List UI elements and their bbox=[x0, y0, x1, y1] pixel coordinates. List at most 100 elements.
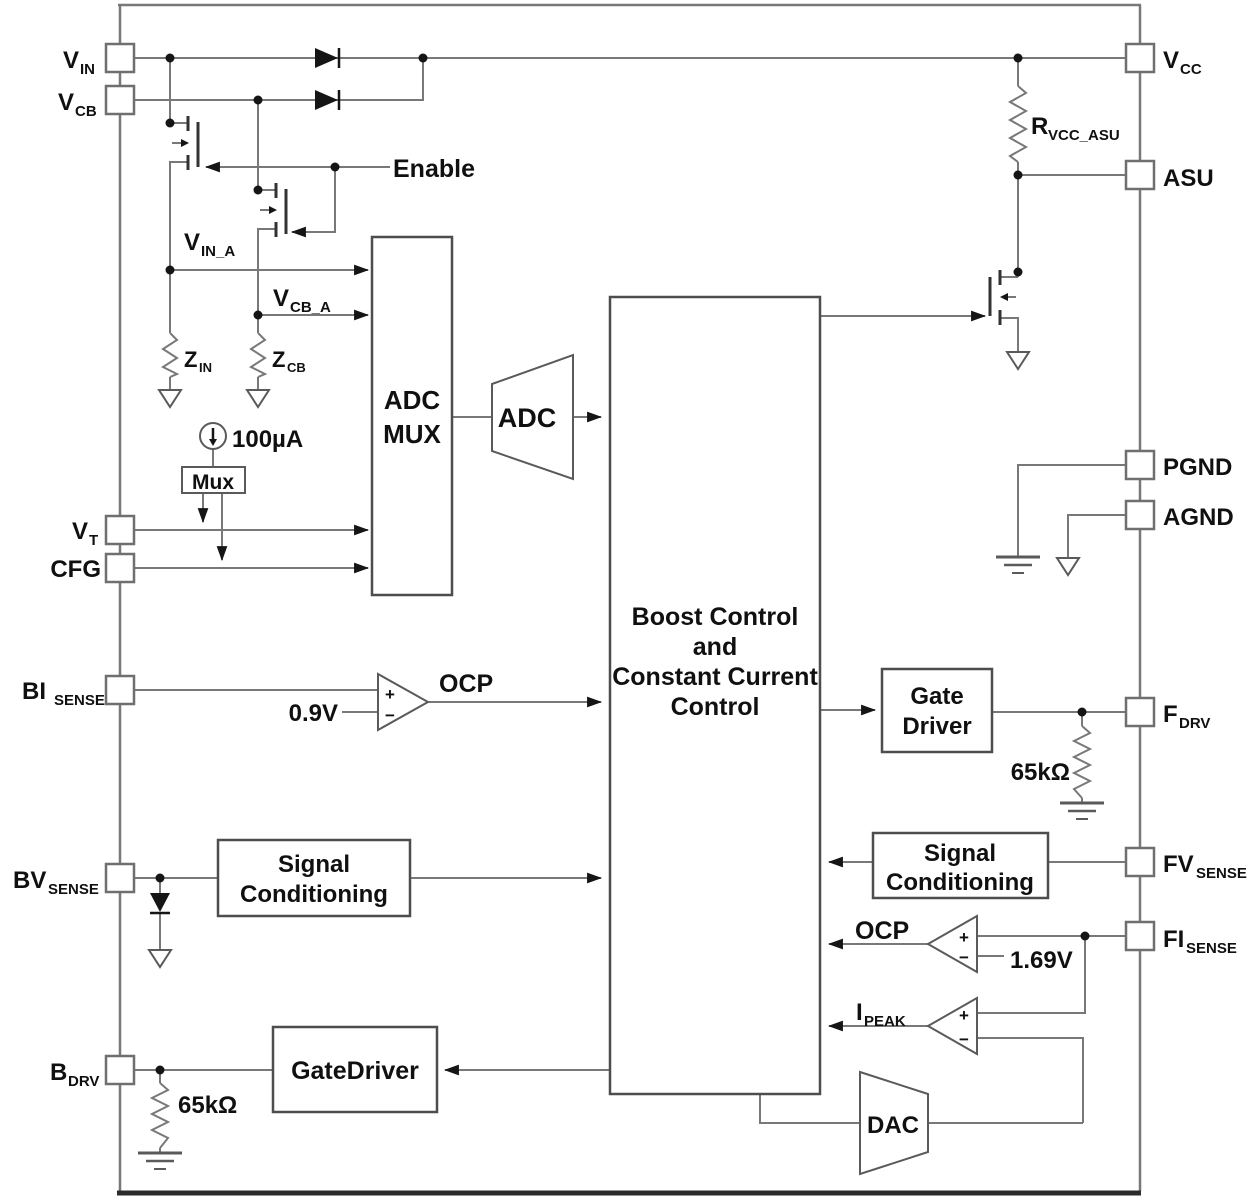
plus-sign: + bbox=[959, 928, 969, 947]
pin-label-asu: ASU bbox=[1163, 165, 1214, 192]
comparator-fisense-ocp: + − bbox=[925, 914, 978, 974]
mux-box bbox=[181, 466, 246, 494]
wire bbox=[1000, 58, 1019, 352]
gate-driver-label-2: Driver bbox=[902, 713, 971, 740]
minus-sign: − bbox=[959, 948, 969, 967]
gate-driver-bottom-block bbox=[271, 1025, 439, 1114]
pin-label-fvsense: FV bbox=[1163, 851, 1194, 878]
junction-dot bbox=[253, 185, 263, 195]
pin-label-vt-sub: T bbox=[89, 532, 98, 549]
wire bbox=[977, 936, 1086, 1014]
transistor-asu-mosfet bbox=[988, 270, 1016, 325]
earth-ground-pgnd bbox=[996, 555, 1040, 574]
pin-vt bbox=[104, 514, 136, 546]
resistor-zcb bbox=[248, 332, 268, 378]
r65k-fdrv-label: 65kΩ bbox=[1011, 759, 1070, 786]
ipeak-label: I bbox=[856, 999, 863, 1026]
pins bbox=[104, 42, 1156, 1086]
zin-label-sub: IN bbox=[199, 360, 212, 375]
junction-dot bbox=[1013, 267, 1023, 277]
diode-vin bbox=[315, 48, 341, 68]
adc-mux-label-1: ADC bbox=[384, 385, 441, 415]
ground-triangle-bvsense bbox=[147, 949, 173, 969]
pin-label-agnd: AGND bbox=[1163, 504, 1234, 531]
wire bbox=[134, 58, 424, 101]
pin-label-fdrv: F bbox=[1163, 701, 1178, 728]
transistor-vin-switch bbox=[172, 116, 200, 170]
pin-label-fisense: FI bbox=[1163, 926, 1184, 953]
dac-label: DAC bbox=[867, 1112, 919, 1139]
vin-a-label-sub: IN_A bbox=[201, 243, 235, 260]
junction-dot bbox=[155, 873, 165, 883]
current-source-label: 100µA bbox=[232, 426, 303, 453]
pin-label-vcb: V bbox=[58, 89, 74, 116]
ic-boundary bbox=[117, 3, 1142, 1196]
zcb-label-sub: CB bbox=[287, 360, 306, 375]
minus-sign: − bbox=[385, 706, 395, 725]
arrow-wires bbox=[134, 161, 987, 1076]
pin-label-bdrv: B bbox=[50, 1059, 67, 1086]
wire-enable-drop bbox=[290, 167, 336, 238]
sc-left-label-2: Conditioning bbox=[240, 881, 388, 908]
resistor-rvcc-asu bbox=[1007, 85, 1029, 163]
pin-fvsense bbox=[1124, 846, 1156, 878]
junction-dot bbox=[155, 1065, 165, 1075]
pin-label-cfg: CFG bbox=[50, 556, 101, 583]
diode-vcb bbox=[315, 90, 341, 110]
resistors bbox=[149, 85, 1093, 1149]
junction-dots bbox=[155, 53, 1090, 1075]
pin-label-vcc: V bbox=[1163, 47, 1179, 74]
pin-label-bvsense-sub: SENSE bbox=[48, 881, 99, 898]
earth-ground-fdrv bbox=[1060, 801, 1104, 820]
wire bbox=[992, 711, 1126, 802]
boost-label-1: Boost Control bbox=[632, 603, 799, 631]
wire bbox=[977, 1037, 1084, 1123]
wire bbox=[1017, 464, 1126, 556]
pin-fisense bbox=[1124, 920, 1156, 952]
vcb-a-label: V bbox=[273, 285, 289, 312]
pin-label-vcb-sub: CB bbox=[75, 103, 97, 120]
vcb-a-label-sub: CB_A bbox=[290, 299, 331, 316]
adc-label: ADC bbox=[498, 403, 557, 433]
ipeak-label-sub: PEAK bbox=[864, 1013, 906, 1030]
wire bbox=[134, 689, 378, 713]
vref-09-label: 0.9V bbox=[289, 700, 338, 727]
pin-vcb bbox=[104, 84, 136, 116]
pin-label-vin: V bbox=[63, 47, 79, 74]
ocp-left-label: OCP bbox=[439, 670, 493, 698]
pin-cfg bbox=[104, 552, 136, 584]
diodes bbox=[150, 48, 341, 915]
rvcc-asu-label: R bbox=[1031, 113, 1048, 140]
boost-label-4: Control bbox=[671, 693, 760, 721]
wires bbox=[134, 57, 1126, 1152]
wire bbox=[257, 228, 276, 333]
ground-triangle-zin bbox=[157, 389, 183, 409]
pin-vin bbox=[104, 42, 136, 74]
rvcc-asu-label-sub: VCC_ASU bbox=[1048, 127, 1120, 144]
wire bbox=[134, 877, 218, 950]
sc-right-label-2: Conditioning bbox=[886, 869, 1034, 896]
junction-dot bbox=[1013, 170, 1023, 180]
junction-dot bbox=[1013, 53, 1023, 63]
pin-pgnd bbox=[1124, 449, 1156, 481]
pin-bisense bbox=[104, 674, 136, 706]
pin-label-bdrv-sub: DRV bbox=[68, 1073, 99, 1090]
vin-a-label: V bbox=[184, 229, 200, 256]
pin-label-bisense-sub: SENSE bbox=[54, 692, 105, 709]
ground-triangle-agnd bbox=[1055, 557, 1081, 577]
minus-sign: − bbox=[959, 1030, 969, 1049]
boost-label-2: and bbox=[693, 633, 737, 661]
gate-driver-bottom-label: GateDriver bbox=[291, 1057, 419, 1085]
junction-dot bbox=[165, 265, 175, 275]
pin-fdrv bbox=[1124, 696, 1156, 728]
dac-block bbox=[859, 1070, 929, 1176]
adc-mux-block bbox=[370, 235, 454, 597]
pin-bdrv bbox=[104, 1054, 136, 1086]
ground-triangle-mosfet bbox=[1005, 351, 1031, 371]
gate-driver-label-1: Gate bbox=[910, 683, 963, 710]
grounds bbox=[138, 351, 1104, 1170]
resistor-zin bbox=[160, 332, 180, 378]
current-source-100ua bbox=[199, 422, 227, 450]
pin-agnd bbox=[1124, 499, 1156, 531]
